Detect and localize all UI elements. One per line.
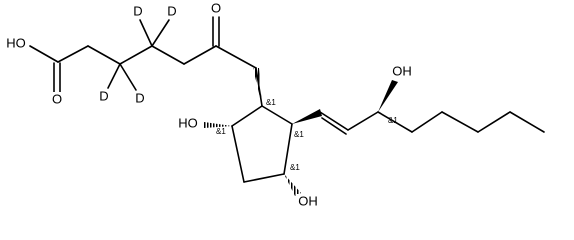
hash-c8-c7 — [253, 68, 262, 106]
bond-c3-d-lower-left — [107, 63, 121, 89]
hash-c11-oh — [284, 174, 301, 196]
bond-c13-c14-double-b — [321, 117, 347, 135]
ring-bond-c8-c12 — [261, 105, 293, 125]
ring-hydroxyl-left-label: HO — [178, 115, 198, 130]
stereo-bonds — [204, 68, 398, 196]
deuterium-lower-right-label: D — [135, 90, 144, 105]
deuterium-lower-left-label: D — [99, 88, 108, 103]
molecule-diagram: HO O D D D D O OH HO OH &1 &1 &1 &1 &1 — [4, 0, 545, 210]
bond-c2-c3 — [87, 45, 121, 65]
stereo-tag-c15: &1 — [388, 116, 398, 125]
stereo-tag-c9: &1 — [216, 127, 226, 136]
stereo-annotations: &1 &1 &1 &1 &1 — [216, 98, 398, 172]
wedge-c12-c13 — [292, 109, 322, 124]
bond-c5-c6 — [183, 45, 217, 65]
bond-c4-d-upper-left — [139, 19, 153, 47]
bond-c6-c7 — [215, 45, 257, 69]
deuterium-upper-left-label: D — [133, 3, 142, 18]
ring-hydroxyl-bottom-label: OH — [298, 193, 318, 208]
bond-c14-c15 — [347, 111, 379, 131]
stereo-tag-c8: &1 — [266, 98, 276, 107]
bond-c15-c16 — [377, 111, 413, 133]
stereo-tag-c12: &1 — [294, 130, 304, 139]
bond-c3-c4 — [119, 45, 153, 65]
ketone-oxygen-label: O — [211, 0, 221, 15]
ring-bond-c12-c11 — [283, 123, 293, 175]
structure-drawing: HO O D D D D O OH HO OH &1 &1 &1 &1 &1 — [4, 0, 545, 210]
ring-bond-c11-c10 — [243, 173, 285, 183]
bond-c1-c2 — [57, 45, 89, 63]
bond-c18-c19 — [477, 111, 511, 133]
bond-c17-c18 — [441, 111, 479, 133]
sidechain-hydroxyl-label: OH — [392, 63, 412, 78]
atom-labels: HO O D D D D O OH HO OH — [4, 0, 414, 210]
bond-c4-d-upper-right — [151, 19, 170, 47]
bond-c13-c14-double-a — [319, 111, 349, 131]
bond-c16-c17 — [411, 111, 443, 133]
skeleton-bonds — [29, 16, 545, 183]
hash-c9-oh — [204, 122, 232, 128]
bond-c3-d-lower-right — [119, 63, 137, 91]
acid-hydroxyl-label: HO — [6, 35, 26, 50]
bond-c4-c5 — [151, 45, 185, 65]
stereo-tag-c11: &1 — [290, 163, 300, 172]
deuterium-upper-right-label: D — [167, 3, 176, 18]
acid-carbonyl-oxygen-label: O — [52, 91, 62, 106]
ring-bond-c10-c9 — [231, 125, 245, 183]
ring-bond-c9-c8 — [231, 105, 263, 127]
bond-c19-c20 — [509, 111, 545, 133]
bond-c1-oh — [29, 45, 59, 63]
wedge-c15-oh — [378, 80, 398, 112]
